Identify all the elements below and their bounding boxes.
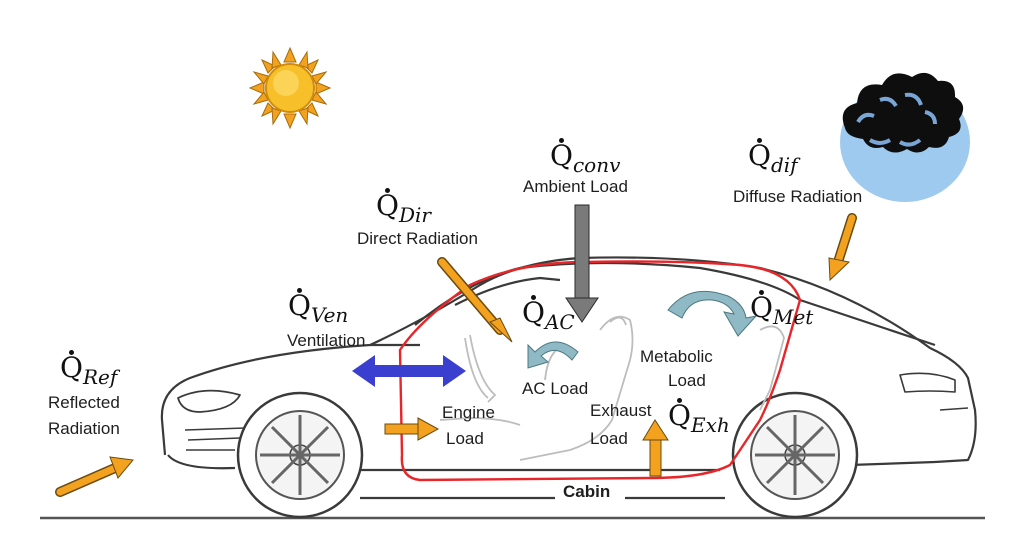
ventilation-label: Ventilation	[287, 331, 366, 350]
rear-wheel	[731, 391, 859, 519]
front-wheel	[236, 391, 364, 519]
engine-load-label-line2: Load	[446, 429, 484, 448]
metabolic-load-label-line2: Load	[668, 371, 706, 390]
reflected-radiation-symbol: QRef	[60, 351, 118, 390]
engine-load-arrow	[384, 417, 440, 441]
direct-radiation-arrow	[437, 257, 513, 343]
metabolic-circulation-arrow	[667, 290, 758, 337]
exhaust-load-arrow	[642, 419, 669, 477]
exhaust-load-symbol: QExh	[668, 399, 730, 438]
diffuse-radiation-symbol: Qdif	[748, 139, 798, 178]
ac-load-symbol: QAC	[522, 296, 575, 335]
cabin-label: Cabin	[563, 482, 611, 501]
exhaust-load-label-line1: Exhaust	[590, 401, 652, 420]
sun-icon	[248, 46, 332, 130]
diffuse-radiation-label: Diffuse Radiation	[733, 187, 863, 206]
metabolic-load-label-line1: Metabolic	[640, 347, 713, 366]
ac-load-label: AC Load	[522, 379, 589, 398]
ventilation-symbol: QVen	[288, 289, 349, 328]
ventilation-arrow	[352, 355, 466, 387]
cabin-label-bg	[555, 482, 625, 502]
cabin-outline	[398, 260, 802, 482]
diffuse-radiation-arrow	[828, 213, 857, 282]
engine-load-label-line1: Engine	[442, 403, 495, 422]
reflected-radiation-label-line1: Reflected	[48, 393, 120, 412]
reflected-radiation-arrow	[55, 456, 134, 497]
ambient-load-symbol: Qconv	[550, 139, 621, 178]
ac-circulation-arrow	[527, 341, 579, 369]
metabolic-load-symbol: QMet	[750, 291, 814, 330]
ambient-load-label: Ambient Load	[523, 177, 628, 196]
reflected-radiation-label-line2: Radiation	[48, 419, 120, 438]
direct-radiation-symbol: QDir	[376, 189, 431, 228]
ambient-load-arrow	[565, 204, 599, 323]
cloud-icon	[840, 72, 970, 202]
exhaust-load-label-line2: Load	[590, 429, 628, 448]
direct-radiation-label: Direct Radiation	[357, 229, 478, 248]
